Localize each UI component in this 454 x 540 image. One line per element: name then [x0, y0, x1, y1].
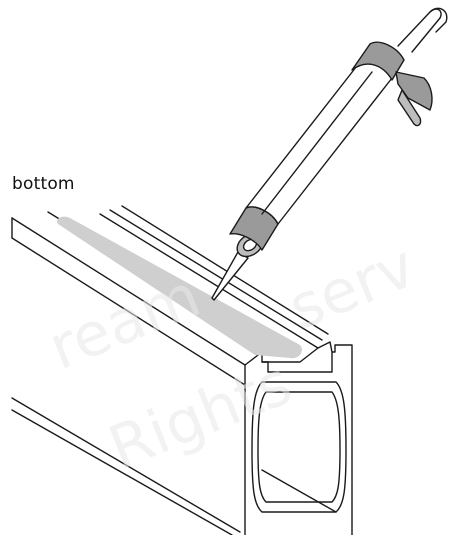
frame-side-top: [11, 237, 246, 386]
frame-chamber-diagonal: [261, 469, 337, 513]
gun-rod: [397, 8, 442, 53]
svg-text:Rights: Rights: [99, 348, 301, 484]
window-frame-icon: [11, 205, 353, 536]
svg-text:serv: serv: [279, 231, 424, 344]
frame-side-bottom: [11, 397, 241, 533]
gun-handle: [395, 71, 433, 111]
gun-hook: [429, 7, 448, 33]
frame-rail-outer-top: [11, 217, 246, 366]
frame-side-mid: [11, 409, 233, 536]
gun-tube-highlight: [261, 71, 373, 215]
caulk-bead: [57, 216, 302, 359]
frame-profile-outline: [244, 341, 353, 536]
gun-tube: [245, 60, 393, 225]
caulking-gun-icon: [211, 7, 448, 301]
gun-trigger: [397, 89, 422, 127]
frame-rail-inner-2: [109, 209, 323, 341]
frame-rail-inner-3: [121, 205, 329, 335]
frame-chamber-inner: [257, 391, 341, 503]
frame-rail-inner-1: [99, 213, 319, 349]
gun-nozzle: [211, 251, 249, 301]
frame-profile-lip: [261, 351, 333, 373]
gun-rear-cap: [351, 41, 405, 81]
svg-text:ream: ream: [39, 261, 209, 384]
label-bottom: bottom: [12, 174, 75, 194]
